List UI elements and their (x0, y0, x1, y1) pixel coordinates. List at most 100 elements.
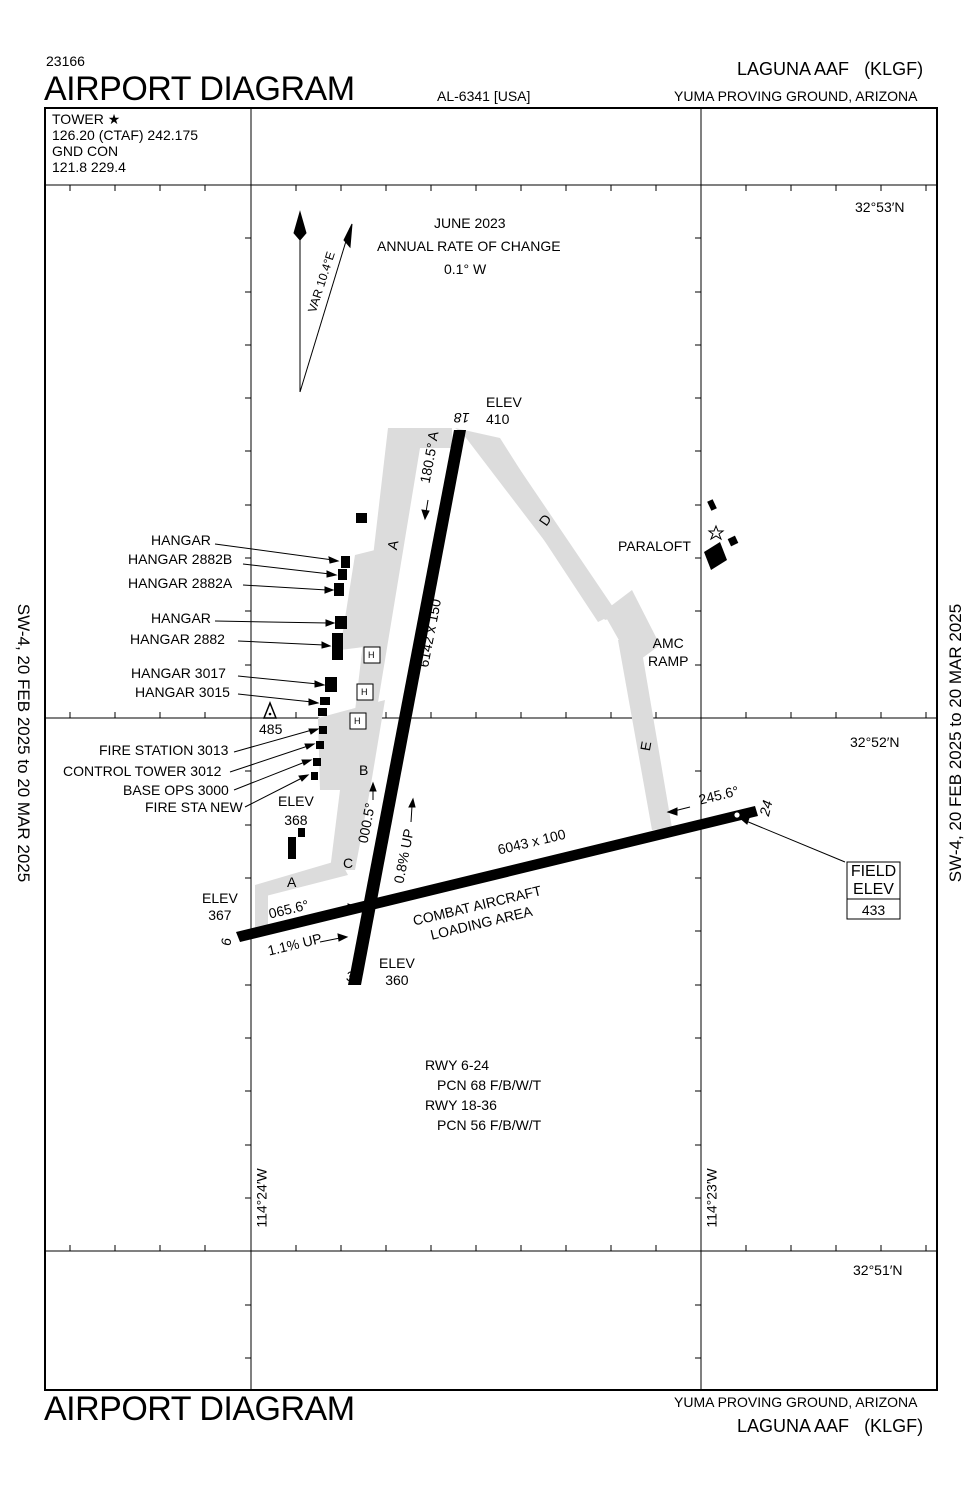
building (356, 513, 367, 523)
amc-ramp (603, 590, 660, 665)
al-number: AL-6341 [USA] (437, 88, 531, 104)
true-north-icon (293, 210, 307, 241)
lat-53: 32°53′N (855, 199, 905, 215)
hangar-2882b-building (338, 569, 347, 580)
label-hangar-3015: HANGAR 3015 (135, 684, 230, 700)
paraloft-aux (727, 535, 739, 547)
tower-star-icon (707, 524, 725, 541)
buildings-east (704, 499, 739, 570)
elev-value: 367 (208, 907, 232, 923)
gnd-label: GND CON (52, 143, 119, 159)
pcn-rwy-18-36: RWY 18-36 (425, 1097, 497, 1113)
label-hangar-3017: HANGAR 3017 (131, 665, 226, 681)
helipad-3 (349, 712, 367, 730)
field-elev-value: 433 (861, 902, 886, 918)
taxiway-b-label: B (359, 762, 369, 778)
footer-title: AIRPORT DIAGRAM (44, 1390, 355, 1428)
helipad-label-3: H (354, 716, 361, 726)
elev-label: ELEV (202, 890, 238, 906)
field-elev-dot (734, 812, 740, 818)
label-control-tower: CONTROL TOWER 3012 (63, 763, 222, 779)
elev-410-block: ELEV 410 (486, 394, 522, 428)
paraloft-building (704, 542, 727, 570)
label-hangar-2882: HANGAR 2882 (130, 631, 225, 647)
pcn-value-6-24: PCN 68 F/B/W/T (437, 1077, 542, 1093)
location-header: YUMA PROVING GROUND, ARIZONA (674, 88, 918, 104)
tower-label: TOWER (52, 111, 104, 127)
hangar-3015-building (320, 697, 330, 705)
label-fire-station: FIRE STATION 3013 (99, 742, 229, 758)
elev-value: 368 (284, 812, 308, 828)
airport-name-header: LAGUNA AAF (KLGF) (737, 59, 923, 80)
amc-line2: RAMP (648, 653, 689, 669)
leader-lines (214, 499, 846, 943)
lon-24: 114°24′W (253, 1168, 270, 1228)
field-elev-text: FIELD ELEV 433 (847, 863, 900, 919)
map-frame (44, 107, 938, 1391)
taxiway-c-label: C (343, 855, 354, 871)
obstacle-icon (262, 700, 278, 719)
helipad-label-2: H (361, 687, 368, 697)
airport-name: LAGUNA AAF (737, 1416, 850, 1436)
elev-value: 410 (486, 411, 510, 427)
obstacle-height: 485 (259, 721, 283, 737)
page-title: AIRPORT DIAGRAM (44, 70, 355, 108)
magvar-line2: ANNUAL RATE OF CHANGE (377, 238, 561, 254)
magvar-date: JUNE 2023 (434, 215, 506, 231)
field-elev-line2: ELEV (853, 881, 894, 898)
gnd-freqs: 121.8 229.4 (52, 159, 126, 175)
label-paraloft: PARALOFT (618, 538, 691, 554)
helipad-2 (356, 683, 374, 701)
helipads (349, 646, 381, 730)
pcn-rwy-6-24: RWY 6-24 (425, 1057, 490, 1073)
chart-number: 23166 (46, 53, 85, 69)
label-hangar: HANGAR (151, 532, 211, 548)
amc-line1: AMC (652, 635, 684, 651)
buildings-west (288, 513, 367, 859)
label-fire-sta-new: FIRE STA NEW (145, 799, 243, 815)
label-amc-ramp: AMC RAMP (648, 634, 688, 670)
north-arrow (293, 210, 353, 393)
tower-freqs: 126.20 (CTAF) 242.175 (52, 127, 199, 143)
taxiway-a-south (255, 860, 348, 897)
hangar-2882-building (332, 633, 343, 660)
airport-name-footer: LAGUNA AAF (KLGF) (737, 1416, 923, 1437)
pcn-block: RWY 6-24 PCN 68 F/B/W/T RWY 18-36 PCN 56… (425, 1055, 541, 1135)
grid-ticks (69, 185, 927, 1359)
taxiway-a-end (255, 885, 268, 935)
elev-value: 360 (385, 972, 409, 988)
elev-label: ELEV (486, 394, 522, 410)
hangar-building-2 (335, 616, 347, 629)
label-hangar-2: HANGAR (151, 610, 211, 626)
fire-sta-new-building (311, 772, 318, 780)
magvar-rate: 0.1° W (444, 261, 487, 277)
taxiway-a-label-south: A (287, 874, 297, 890)
hangar-3017-building (325, 677, 337, 692)
label-hangar-2882a: HANGAR 2882A (128, 575, 233, 591)
location-footer: YUMA PROVING GROUND, ARIZONA (674, 1394, 918, 1410)
airport-id: (KLGF) (864, 1416, 924, 1436)
lon-23: 114°23′W (703, 1168, 720, 1228)
rwy-18-label: 18 (454, 410, 470, 426)
taxiway-e (618, 640, 672, 830)
lat-51: 32°51′N (853, 1262, 903, 1278)
helipad-label-1: H (368, 650, 375, 660)
star-icon: ★ (103, 111, 121, 127)
rwy-36-label: 36 (346, 968, 362, 984)
runway-6-24 (236, 806, 758, 942)
elev-label: ELEV (278, 793, 314, 809)
airport-id: (KLGF) (864, 59, 924, 79)
elev-368-block: ELEV 368 (278, 792, 314, 830)
helipad-1 (363, 646, 381, 664)
hangar-2882a-building (334, 583, 344, 596)
lat-52: 32°52′N (850, 734, 900, 750)
obstacle-dot (268, 712, 272, 716)
taxiway-b-c (330, 790, 370, 870)
magnetic-north-icon (343, 223, 353, 249)
apron-main (318, 700, 385, 790)
building-small (298, 828, 305, 837)
elev-360-block: ELEV 360 (379, 955, 415, 989)
pcn-value-18-36: PCN 56 F/B/W/T (437, 1117, 542, 1133)
field-elev-line1: FIELD (850, 863, 897, 880)
